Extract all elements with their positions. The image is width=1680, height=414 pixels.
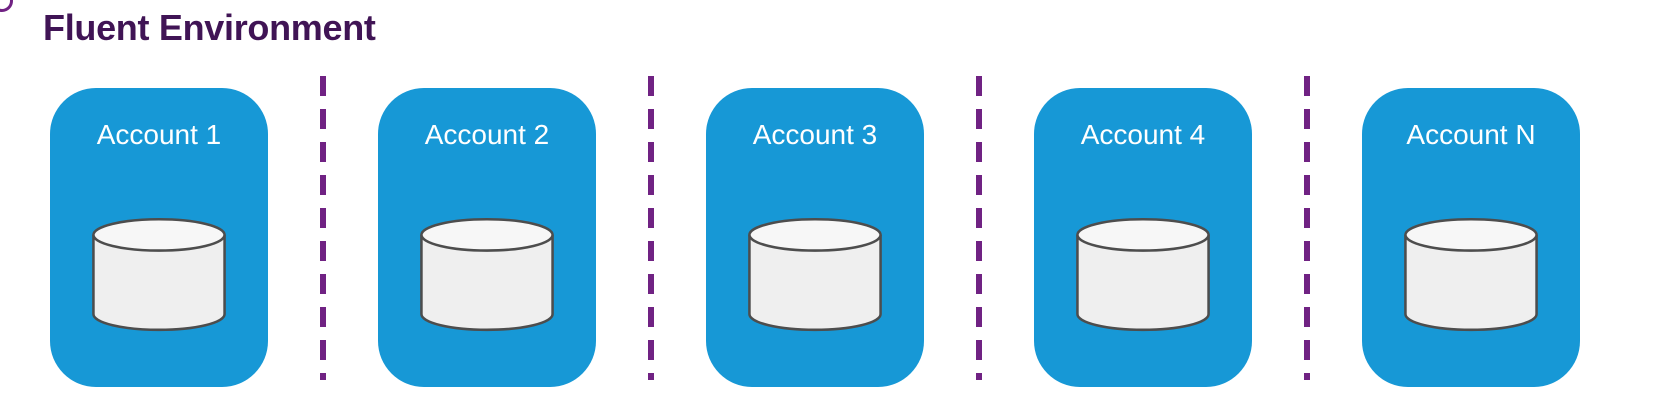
separator-column <box>596 76 706 387</box>
divider-dashed-line <box>976 76 982 380</box>
database-icon <box>1404 217 1538 332</box>
account-box: Account 1 <box>50 88 268 387</box>
divider-dashed-line <box>1304 76 1310 380</box>
database-icon <box>1076 217 1210 332</box>
account-box: Account 4 <box>1034 88 1252 387</box>
corner-arc-mark <box>0 0 13 12</box>
divider-dashed-line <box>648 76 654 380</box>
database-icon <box>420 217 554 332</box>
separator-column <box>924 76 1034 387</box>
account-box: Account 2 <box>378 88 596 387</box>
separator-column <box>268 76 378 387</box>
separator-column <box>1252 76 1362 387</box>
account-label: Account 3 <box>752 119 878 150</box>
account-label: Account 2 <box>424 119 550 150</box>
divider-dashed-line <box>320 76 326 380</box>
page-title: Fluent Environment <box>43 7 376 48</box>
database-icon <box>748 217 882 332</box>
database-icon <box>92 217 226 332</box>
account-box: Account N <box>1362 88 1580 387</box>
accounts-row: Account 1 Account 2 Account 3 Account 4 … <box>50 76 1580 387</box>
account-label: Account 4 <box>1080 119 1206 150</box>
account-box: Account 3 <box>706 88 924 387</box>
account-label: Account N <box>1406 119 1536 150</box>
account-label: Account 1 <box>96 119 222 150</box>
